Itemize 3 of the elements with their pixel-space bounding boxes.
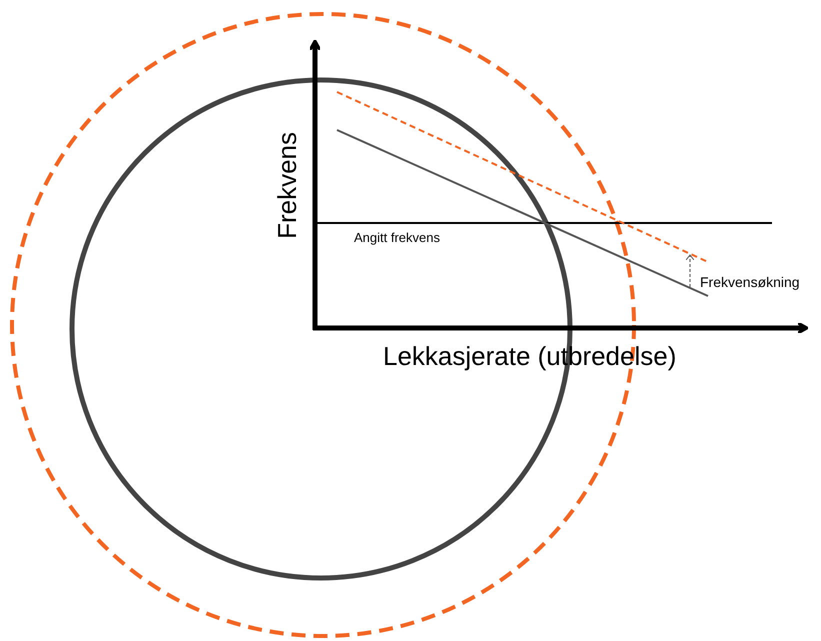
axis-title: Frekvens bbox=[274, 132, 300, 238]
line-label: Angitt frekvens bbox=[354, 231, 440, 244]
arrow-label: Frekvensøkning bbox=[700, 275, 800, 289]
